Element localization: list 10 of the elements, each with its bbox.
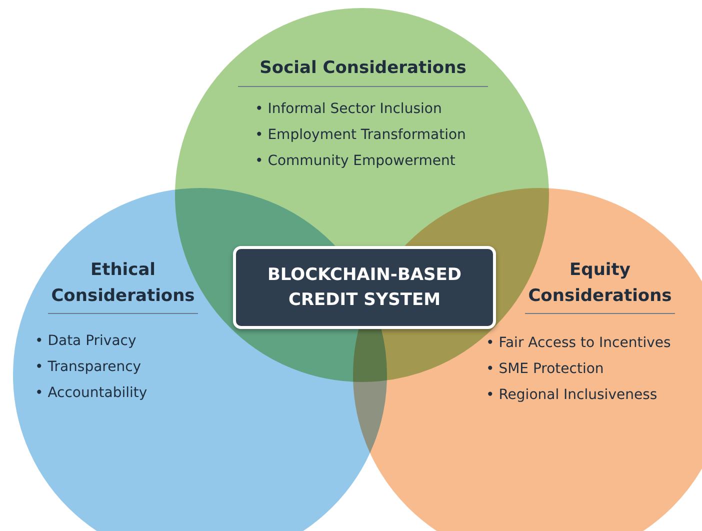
bullet-item: • Employment Transformation xyxy=(255,126,466,145)
bullet-item: • Informal Sector Inclusion xyxy=(255,100,443,119)
bullet-item: • Accountability xyxy=(35,384,148,403)
circle-heading: Social Considerations xyxy=(238,56,488,86)
bullet-item: • Community Empowerment xyxy=(255,152,456,171)
bullet-item: • Transparency xyxy=(35,358,142,377)
bullet-item: • Regional Inclusiveness xyxy=(486,386,658,405)
bullet-item: • Fair Access to Incentives xyxy=(486,334,671,353)
bullet-item: • Data Privacy xyxy=(35,332,138,351)
bullet-item: • SME Protection xyxy=(486,360,605,379)
